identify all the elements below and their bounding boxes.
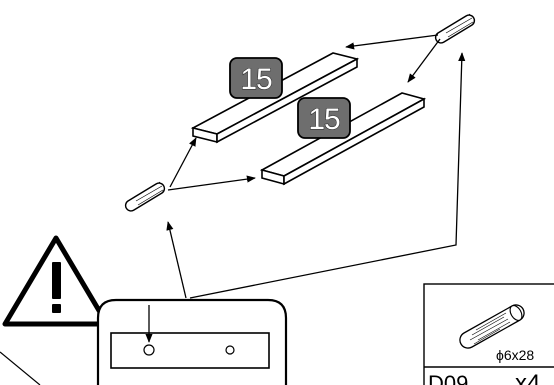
wooden-dowel-icon bbox=[459, 304, 525, 349]
arrow-icon bbox=[189, 52, 466, 299]
dowel-right bbox=[434, 13, 476, 44]
arrow-icon bbox=[345, 34, 439, 50]
panel-1-number-badge: 15 bbox=[229, 57, 283, 99]
arrow-icon bbox=[407, 38, 441, 83]
arrow-icon bbox=[169, 137, 197, 188]
dowel-dimension: ϕ6x28 bbox=[496, 347, 534, 363]
part-quantity: x4 bbox=[515, 370, 540, 385]
part-code: D09 bbox=[428, 371, 468, 385]
panel-2-number-badge: 15 bbox=[297, 97, 351, 139]
leader-line bbox=[0, 351, 41, 385]
arrow-icon bbox=[167, 175, 256, 191]
warning-triangle-icon bbox=[2, 235, 110, 327]
panel-2-number: 15 bbox=[308, 103, 340, 136]
parts-box: ϕ6x28 D09 x4 bbox=[423, 283, 554, 385]
arrow-icon bbox=[166, 221, 187, 299]
detail-inset bbox=[96, 298, 288, 385]
panel-1-number: 15 bbox=[240, 63, 272, 96]
dowel-left bbox=[124, 181, 166, 212]
